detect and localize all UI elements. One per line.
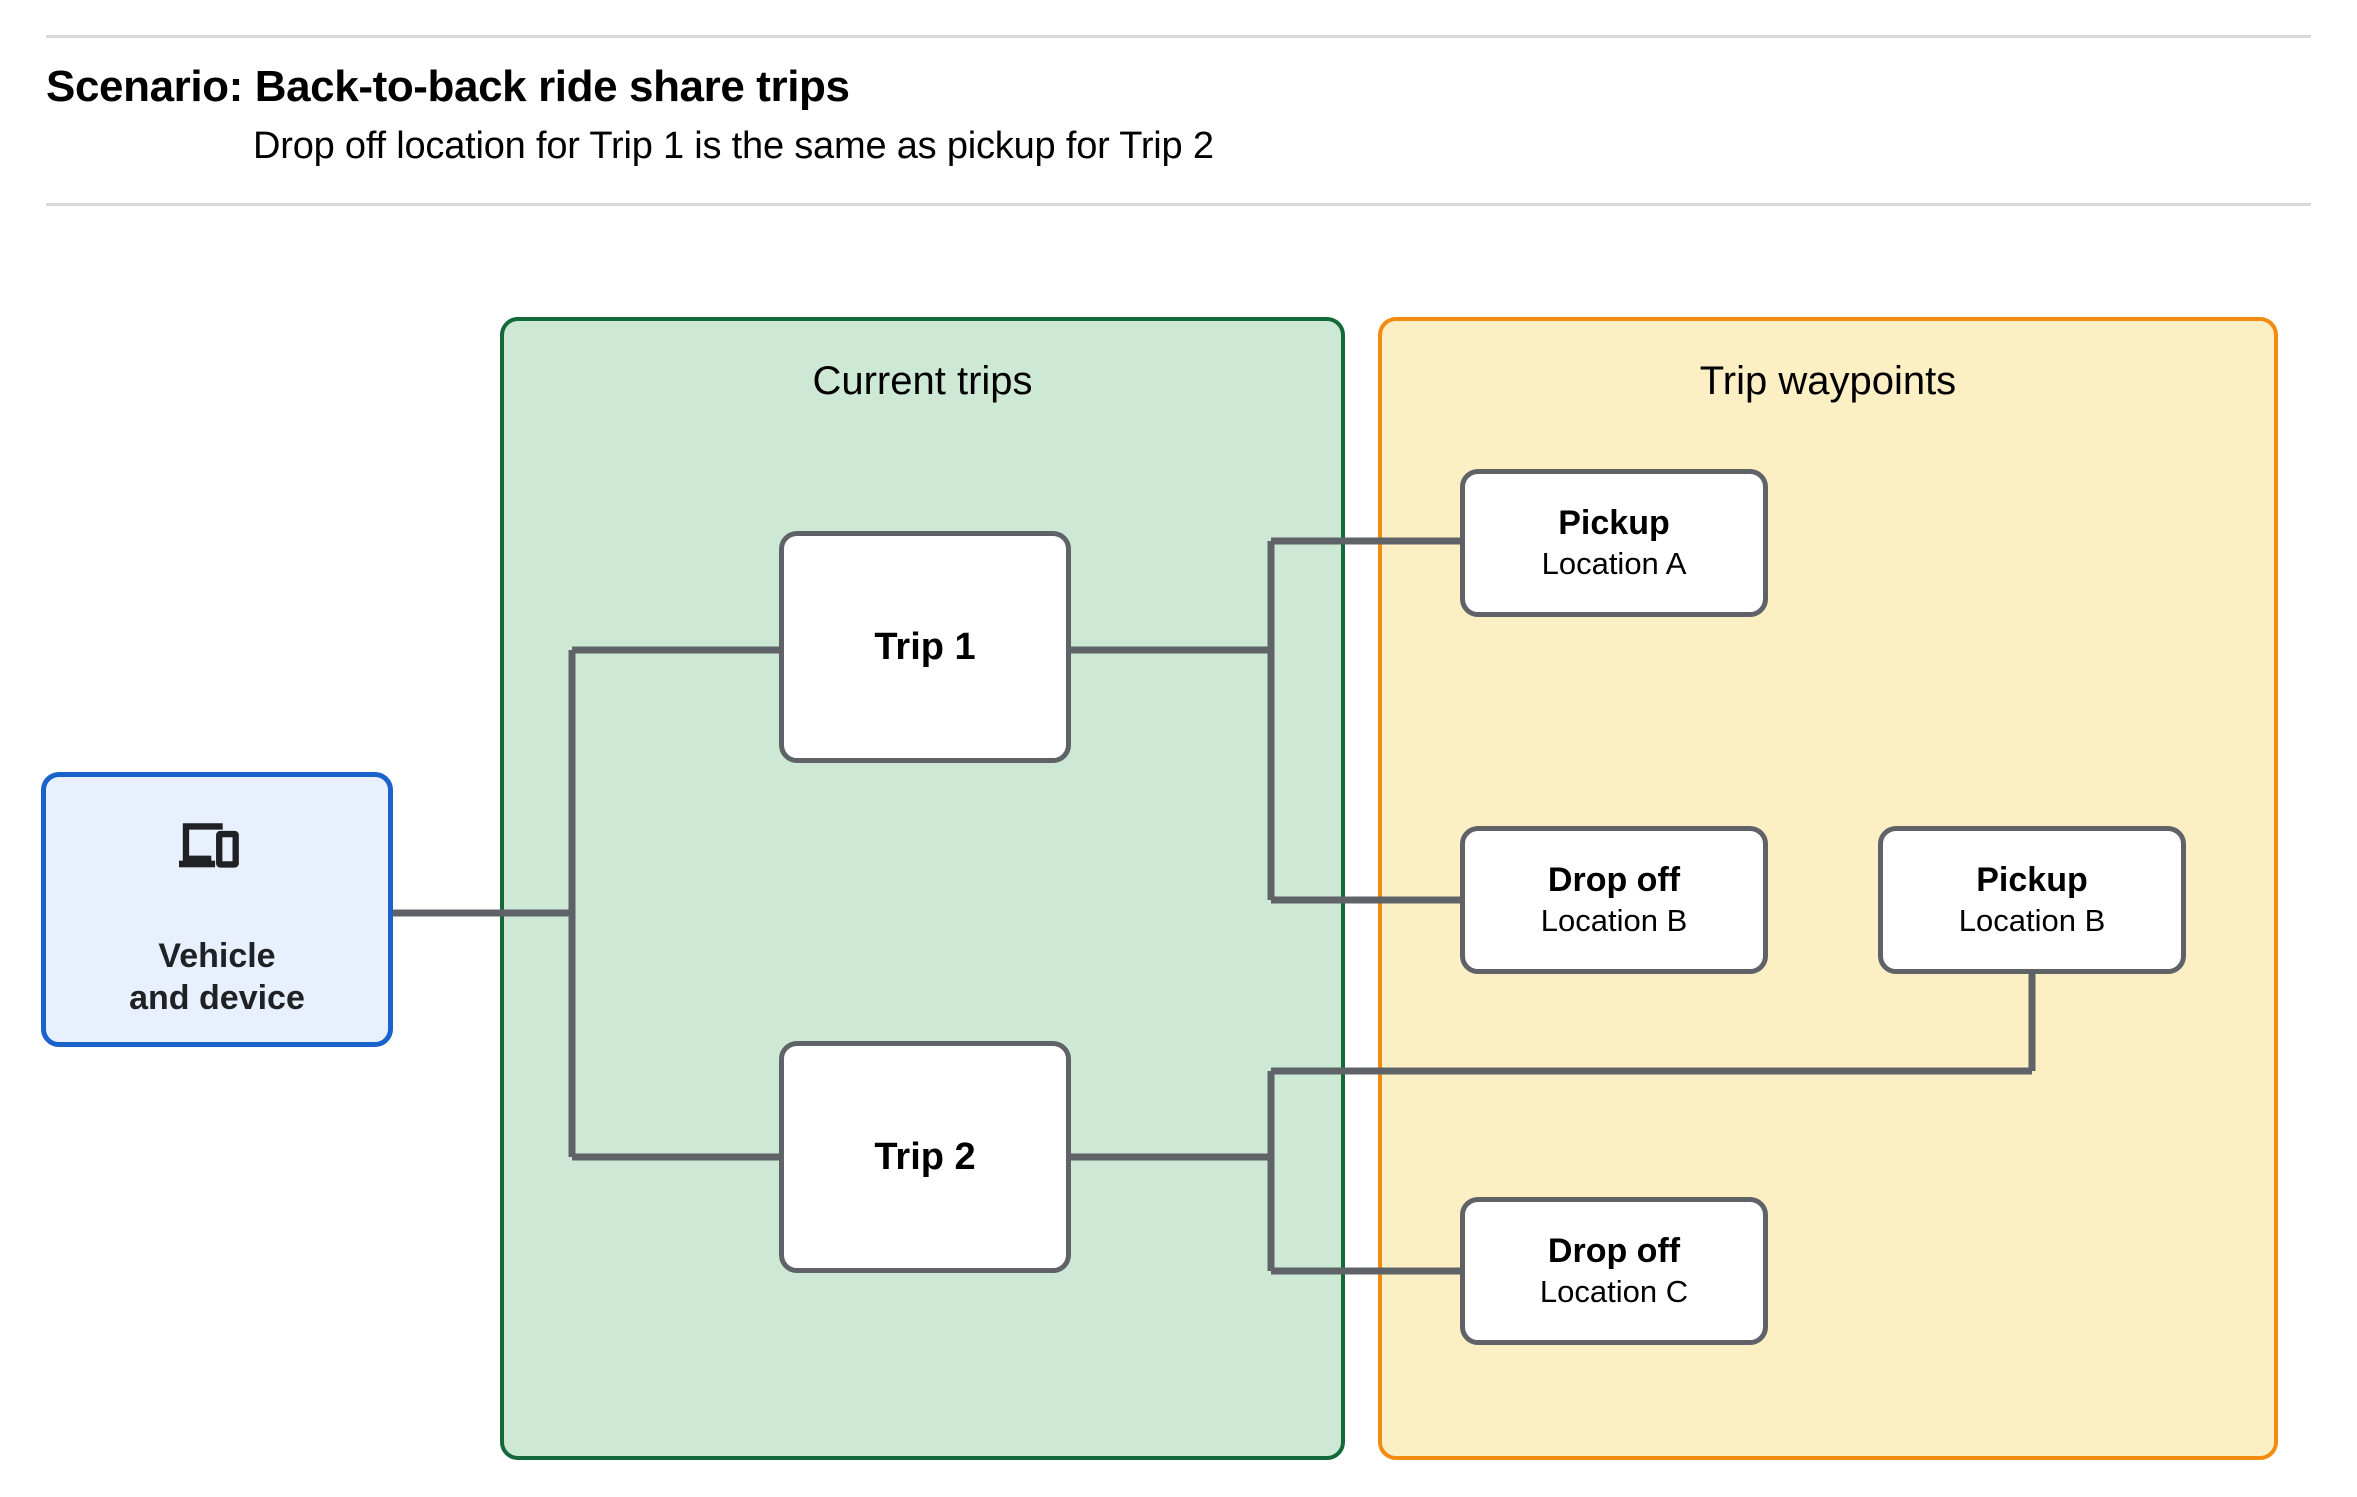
vehicle-label: Vehicle and device [129,937,305,1018]
devices-icon [179,823,239,868]
waypoint-location-label: Location B [1958,902,2106,938]
header-divider-top [46,35,2311,38]
panel-trip-waypoints-title: Trip waypoints [1699,359,1957,403]
page-header: Scenario: Back-to-back ride share trips … [0,0,2357,208]
waypoint-location-label: Location B [1540,902,1688,938]
node-waypoint-pickup-location-b[interactable]: Pickup Location B [1878,826,2186,974]
waypoint-location-label: Location A [1541,545,1687,581]
header-divider-bottom [46,203,2311,206]
page-subtitle: Drop off location for Trip 1 is the same… [253,125,1214,167]
waypoint-location-label: Location C [1539,1273,1689,1309]
node-waypoint-pickup-location-a[interactable]: Pickup Location A [1460,469,1768,617]
trip-2-label: Trip 2 [874,1135,976,1178]
waypoint-type-label: Drop off [1547,1231,1681,1270]
node-vehicle-and-device[interactable]: Vehicle and device [41,772,393,1047]
node-waypoint-dropoff-location-c[interactable]: Drop off Location C [1460,1197,1768,1345]
waypoint-type-label: Pickup [1976,860,2088,899]
node-trip-2[interactable]: Trip 2 [779,1041,1071,1273]
page-title: Scenario: Back-to-back ride share trips [46,62,850,111]
panel-current-trips: Current trips [500,317,1345,1460]
node-trip-1[interactable]: Trip 1 [779,531,1071,763]
trip-1-label: Trip 1 [874,625,976,668]
waypoint-type-label: Pickup [1558,503,1670,542]
node-waypoint-dropoff-location-b[interactable]: Drop off Location B [1460,826,1768,974]
waypoint-type-label: Drop off [1547,860,1681,899]
panel-current-trips-title: Current trips [812,359,1033,403]
